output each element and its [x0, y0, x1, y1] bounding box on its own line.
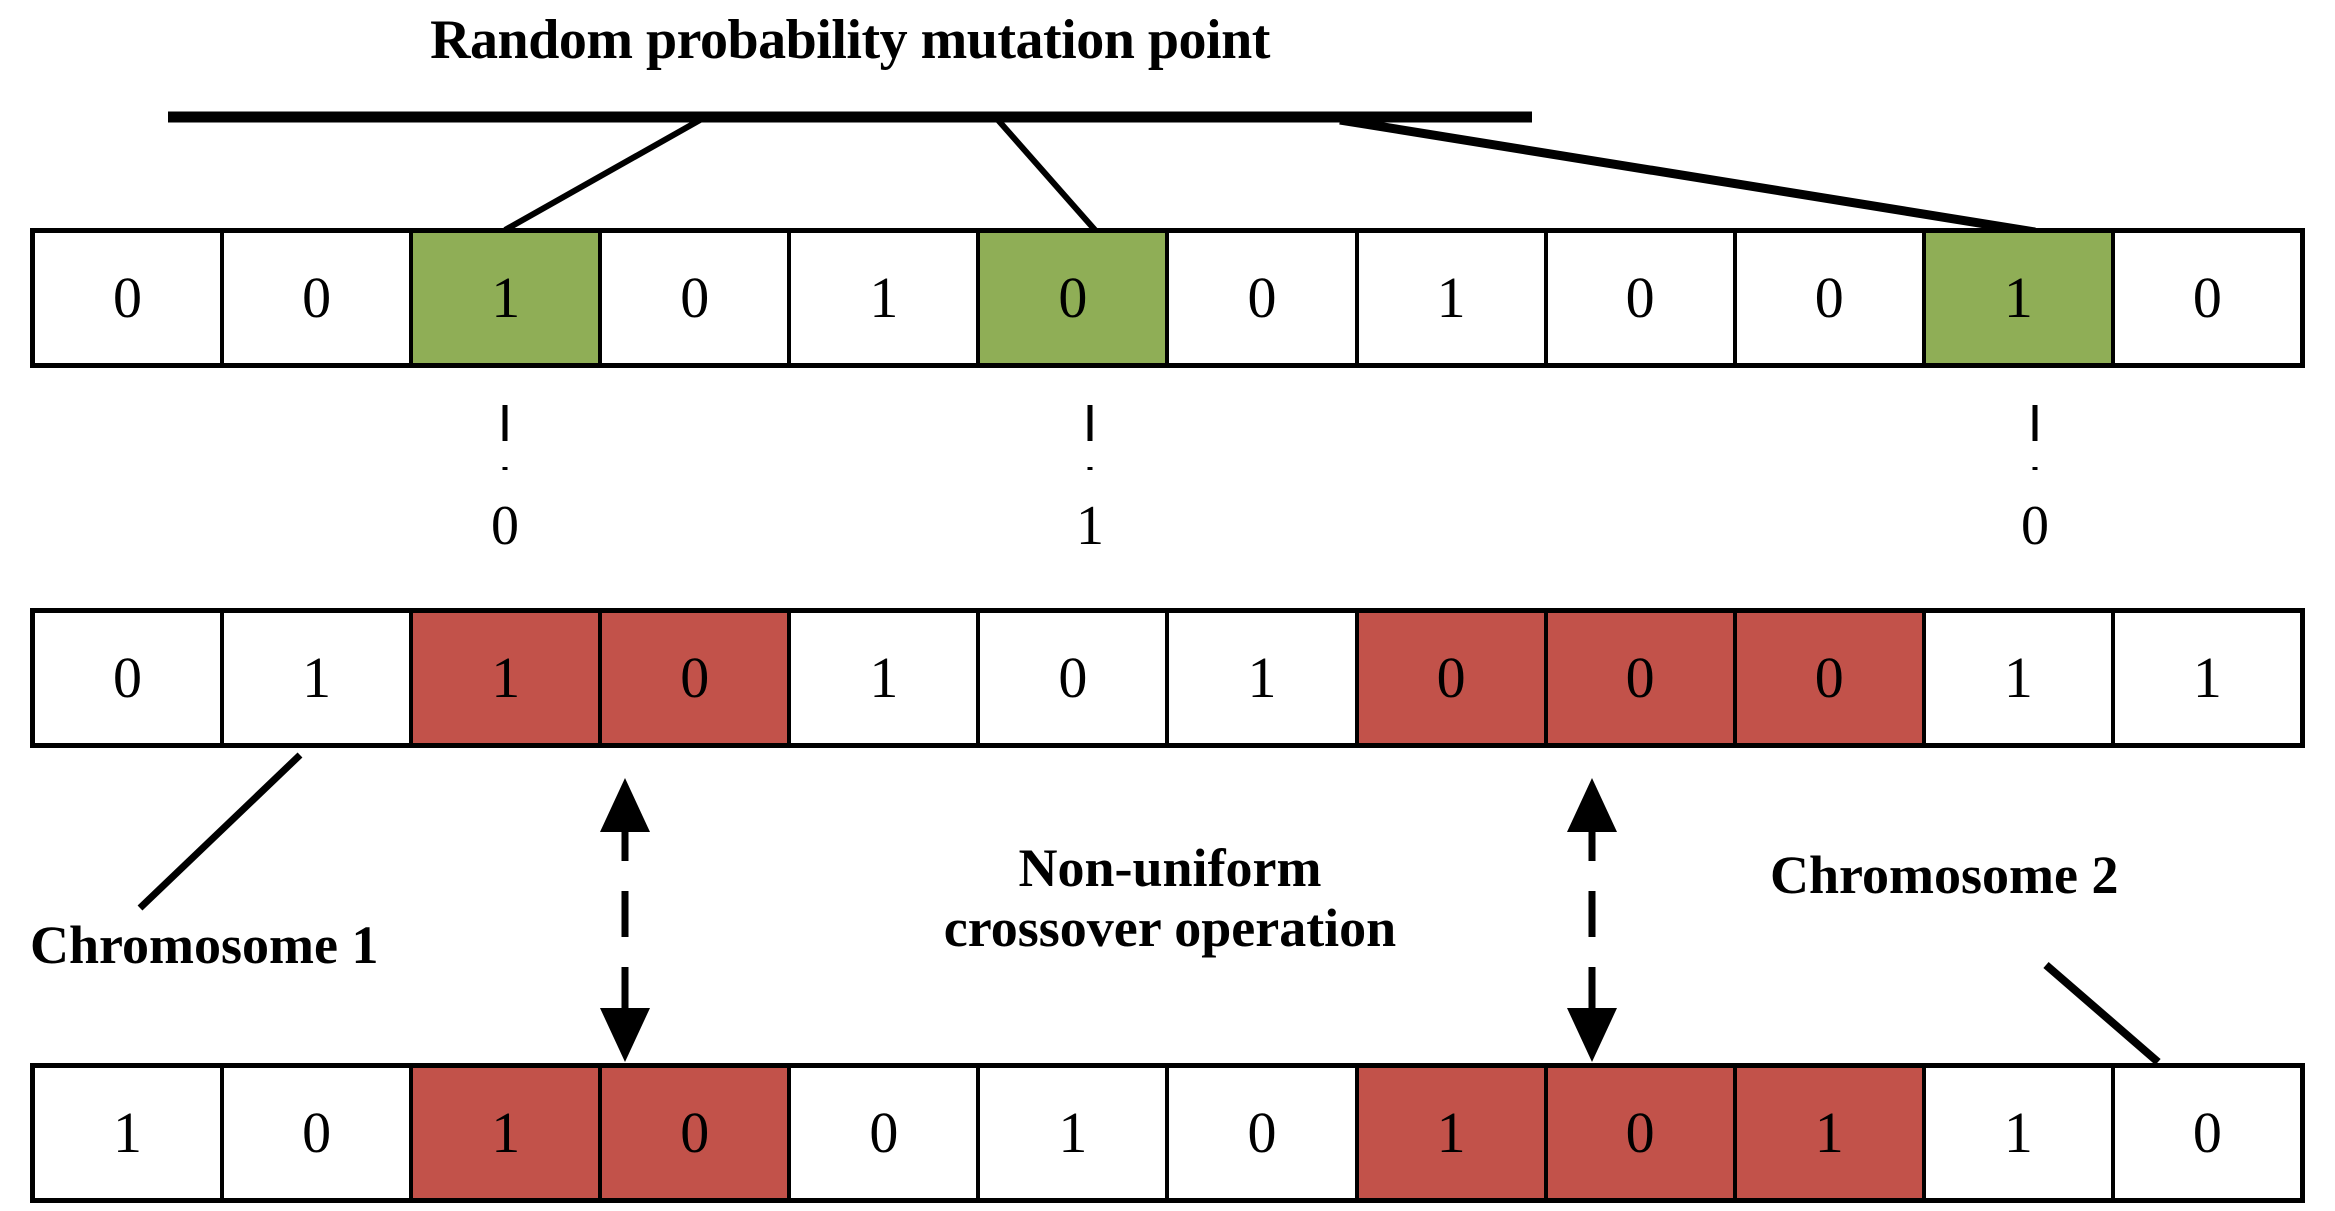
gene-cell[interactable]: 0 — [35, 613, 225, 743]
gene-cell[interactable]: 1 — [980, 1068, 1170, 1198]
gene-cell[interactable]: 0 — [1547, 233, 1737, 363]
gene-cell-mutation-point[interactable]: 1 — [413, 233, 603, 363]
gene-cell[interactable]: 1 — [791, 613, 981, 743]
gene-cell[interactable]: 0 — [2114, 1068, 2300, 1198]
fan-line-2 — [995, 118, 1098, 232]
crossover-arrow-right — [1567, 778, 1617, 1062]
crossover-operation-label: Non-uniform crossover operation — [790, 838, 1550, 959]
chromosome-1-label: Chromosome 1 — [30, 915, 379, 975]
gene-cell-crossover[interactable]: 0 — [602, 613, 792, 743]
crossover-arrow-left — [600, 778, 650, 1062]
gene-cell-crossover[interactable]: 0 — [1736, 613, 1926, 743]
gene-cell-crossover[interactable]: 1 — [1358, 1068, 1548, 1198]
gene-cell-crossover[interactable]: 0 — [602, 1068, 792, 1198]
gene-cell[interactable]: 0 — [1736, 233, 1926, 363]
gene-cell[interactable]: 0 — [224, 233, 414, 363]
gene-cell-crossover[interactable]: 0 — [1547, 613, 1737, 743]
crossover-label-line-1: Non-uniform — [1018, 838, 1322, 898]
chromosome-2-row: 1 0 1 0 0 1 0 1 0 1 1 0 — [30, 1063, 2305, 1203]
gene-cell[interactable]: 1 — [2114, 613, 2300, 743]
gene-cell[interactable]: 0 — [602, 233, 792, 363]
gene-cell[interactable]: 1 — [791, 233, 981, 363]
gene-cell[interactable]: 0 — [791, 1068, 981, 1198]
gene-cell-mutation-point[interactable]: 0 — [980, 233, 1170, 363]
crossover-label-line-2: crossover operation — [943, 898, 1397, 959]
chromosome-2-leader-line — [2043, 961, 2161, 1066]
gene-cell[interactable]: 1 — [1925, 1068, 2115, 1198]
gene-cell[interactable]: 0 — [35, 233, 225, 363]
gene-cell-crossover[interactable]: 0 — [1547, 1068, 1737, 1198]
gene-cell[interactable]: 0 — [1169, 233, 1359, 363]
gene-cell-crossover[interactable]: 0 — [1358, 613, 1548, 743]
gene-cell[interactable]: 1 — [35, 1068, 225, 1198]
mutated-value: 0 — [491, 495, 519, 557]
fan-line-3 — [1339, 115, 2036, 237]
gene-cell-crossover[interactable]: 1 — [413, 613, 603, 743]
chromosome-2-label: Chromosome 2 — [1770, 845, 2119, 905]
chromosome-1-leader-line — [137, 752, 303, 911]
mutation-source-chromosome-row: 0 0 1 0 1 0 0 1 0 0 1 0 — [30, 228, 2305, 368]
gene-cell[interactable]: 1 — [1925, 613, 2115, 743]
gene-cell[interactable]: 0 — [980, 613, 1170, 743]
fan-line-1 — [503, 117, 702, 233]
gene-cell[interactable]: 0 — [1169, 1068, 1359, 1198]
page-title: Random probability mutation point — [430, 9, 1270, 71]
gene-cell[interactable]: 1 — [224, 613, 414, 743]
gene-cell[interactable]: 1 — [1358, 233, 1548, 363]
mutated-value: 0 — [2021, 495, 2049, 557]
gene-cell-mutation-point[interactable]: 1 — [1925, 233, 2115, 363]
gene-cell[interactable]: 0 — [2114, 233, 2300, 363]
gene-cell[interactable]: 1 — [1169, 613, 1359, 743]
gene-cell-crossover[interactable]: 1 — [1736, 1068, 1926, 1198]
mutated-value: 1 — [1076, 495, 1104, 557]
gene-cell[interactable]: 0 — [224, 1068, 414, 1198]
chromosome-1-row: 0 1 1 0 1 0 1 0 0 0 1 1 — [30, 608, 2305, 748]
gene-cell-crossover[interactable]: 1 — [413, 1068, 603, 1198]
